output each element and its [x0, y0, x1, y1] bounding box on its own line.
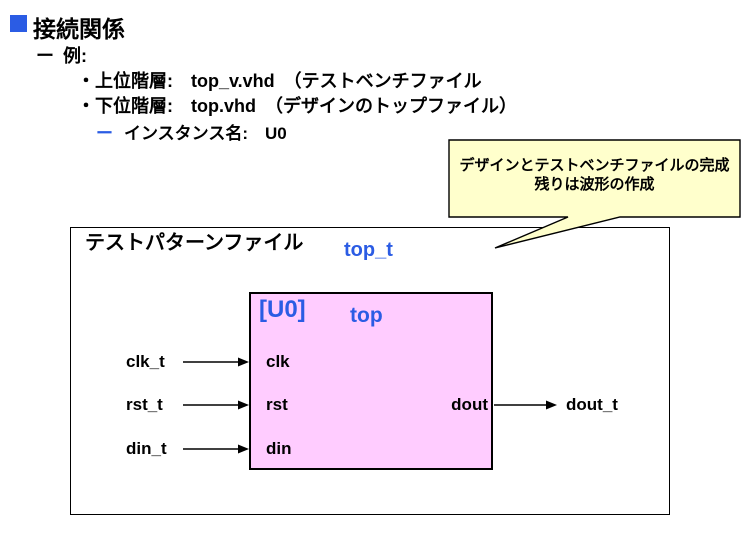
- dash-bullet-blue-icon: ー: [96, 124, 113, 143]
- dash-bullet-icon: ー: [36, 46, 54, 66]
- outline-example: 例:: [63, 46, 87, 66]
- dut-instance-box: [249, 292, 493, 470]
- instance-id-label: [U0]: [259, 296, 306, 323]
- page-title: 接続関係: [33, 16, 125, 42]
- signal-rst_t: rst_t: [126, 395, 163, 414]
- instance-entity-name: top: [350, 304, 383, 327]
- outline-upper-layer: ・上位階層: top_v.vhd （テストベンチファイル: [77, 71, 482, 91]
- port-rst: rst: [266, 395, 288, 414]
- signal-clk_t: clk_t: [126, 352, 165, 371]
- testbench-label: テストパターンファイル: [85, 232, 304, 254]
- signal-dout_t: dout_t: [566, 395, 618, 414]
- port-clk: clk: [266, 352, 290, 371]
- callout-line1: デザインとテストベンチファイルの完成: [459, 157, 730, 174]
- signal-din_t: din_t: [126, 439, 167, 458]
- testbench-entity-name: top_t: [344, 239, 393, 261]
- callout-line2: 残りは波形の作成: [534, 176, 655, 193]
- title-bullet-icon: [10, 15, 27, 32]
- callout-text: デザインとテストベンチファイルの完成 残りは波形の作成: [449, 156, 740, 194]
- outline-instance-name: インスタンス名: U0: [124, 124, 287, 143]
- outline-lower-layer: ・下位階層: top.vhd （デザインのトップファイル）: [77, 96, 517, 116]
- port-dout: dout: [451, 395, 488, 414]
- port-din: din: [266, 439, 292, 458]
